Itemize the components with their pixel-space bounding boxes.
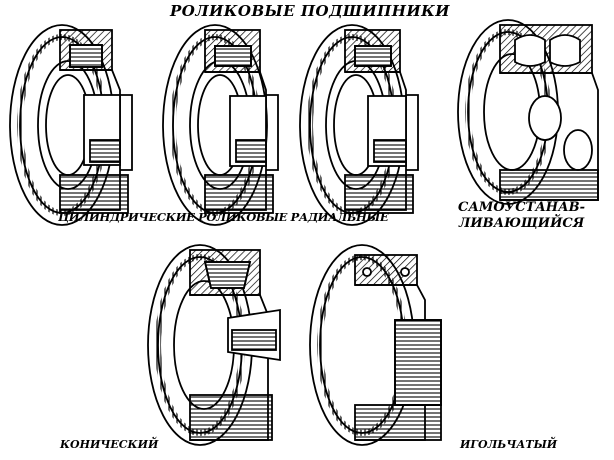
tapered-label: КОНИЧЕСКИЙ — [60, 438, 159, 451]
self-aligning-label-line2: ЛИВАЮЩИЙСЯ — [458, 216, 585, 231]
cylindrical-bearing-3 — [299, 24, 419, 226]
cylindrical-bearing-2 — [162, 24, 279, 226]
page-title: РОЛИКОВЫЕ ПОДШИПНИКИ — [170, 2, 450, 20]
needle-bearing — [309, 244, 442, 446]
cylindrical-bearing-1 — [9, 24, 133, 226]
self-aligning-label: САМОУСТАНАВ- ЛИВАЮЩИЙСЯ — [458, 200, 585, 232]
self-aligning-label-line1: САМОУСТАНАВ- — [458, 200, 586, 215]
needle-label: ИГОЛЬЧАТЫЙ — [460, 438, 558, 451]
self-aligning-bearing — [457, 19, 599, 205]
cylindrical-label: ЦИЛИНДРИЧЕСКИЕ РОЛИКОВЫЕ РАДИАЛЬНЫЕ — [58, 210, 389, 224]
tapered-bearing — [147, 244, 281, 446]
